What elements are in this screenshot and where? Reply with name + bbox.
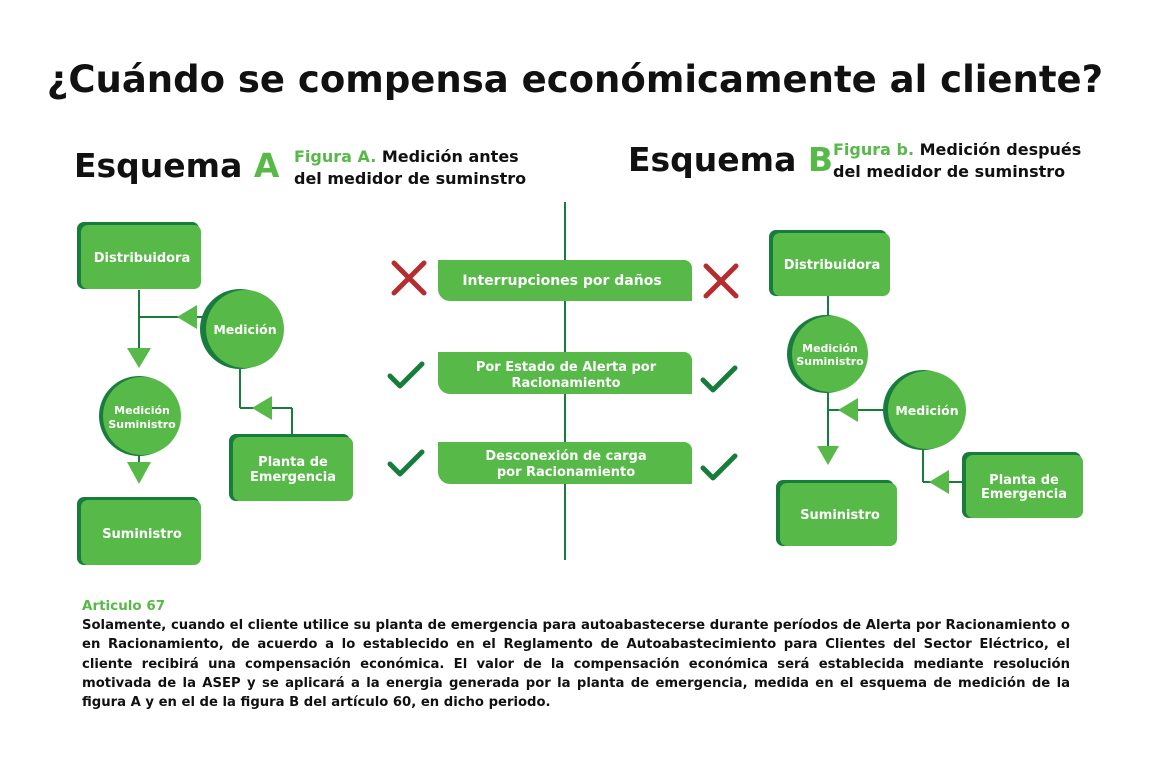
b-medsum-label-1: Medición [802, 342, 858, 355]
figure-a-label: Figura A. [294, 147, 377, 166]
case-3-left-check-icon [390, 452, 422, 474]
a-medsum-label-1: Medición [114, 404, 170, 417]
case-row-1: Interrupciones por daños [394, 260, 736, 301]
case-1-label: Interrupciones por daños [462, 273, 661, 289]
a-arrow-down-1 [127, 348, 151, 368]
article-body: Solamente, cuando el cliente utilice su … [82, 618, 1070, 711]
a-arrow-left-1 [177, 305, 197, 329]
scheme-b-title: Esquema B [628, 140, 833, 179]
a-suministro-label: Suministro [102, 527, 182, 542]
figure-b-line1: Medición después [919, 140, 1082, 159]
a-medicion-label: Medición [213, 322, 276, 337]
case-3-label-1: Desconexión de carga [485, 449, 646, 464]
figure-b-line2: del medidor de suminstro [833, 162, 1066, 181]
scheme-a-letter: A [253, 146, 280, 185]
a-planta-label-2: Emergencia [250, 470, 336, 485]
b-arrow-down [817, 446, 839, 465]
article-block: Articulo 67 Solamente, cuando el cliente… [82, 598, 1070, 712]
case-3-label-2: por Racionamiento [497, 465, 635, 480]
case-row-2: Por Estado de Alerta por Racionamiento [390, 352, 735, 394]
figure-a-line2: del medidor de suminstro [294, 169, 527, 188]
b-node-distribuidora: Distribuidora [769, 230, 890, 296]
scheme-b-arrows [817, 398, 949, 494]
a-node-planta: Planta de Emergencia [229, 434, 353, 501]
page-title: ¿Cuándo se compensa económicamente al cl… [46, 58, 1104, 101]
case-2-label-2: Racionamiento [511, 376, 620, 391]
b-node-planta: Planta de Emergencia [962, 452, 1083, 518]
b-node-medicion-suministro: Medición Suministro [787, 315, 868, 393]
figure-b-caption: Figura b. Medición después del medidor d… [833, 139, 1133, 183]
case-1-left-cross-icon [394, 263, 424, 293]
b-planta-label-2: Emergencia [981, 487, 1067, 502]
a-node-medicion-suministro: Medición Suministro [99, 376, 181, 456]
a-arrow-left-2 [252, 396, 272, 420]
a-arrow-down-2 [127, 462, 151, 484]
a-distribuidora-label: Distribuidora [94, 251, 191, 266]
figure-a-caption: Figura A. Medición antes del medidor de … [294, 146, 554, 190]
case-1-right-cross-icon [706, 266, 736, 296]
b-node-suministro: Suministro [776, 480, 897, 546]
b-medsum-label-2: Suministro [796, 355, 864, 368]
case-row-3: Desconexión de carga por Racionamiento [390, 442, 735, 484]
diagram: Distribuidora Medición Medición Suminist… [77, 202, 1083, 565]
b-arrow-left-2 [929, 470, 949, 494]
case-2-left-check-icon [390, 364, 422, 386]
figure-a-line1: Medición antes [381, 147, 519, 166]
scheme-a-heading: Esquema [74, 146, 243, 185]
a-medsum-label-2: Suministro [108, 418, 176, 431]
case-3-right-check-icon [703, 456, 735, 478]
a-planta-label-1: Planta de [258, 455, 328, 470]
b-planta-label-1: Planta de [989, 473, 1059, 488]
b-suministro-label: Suministro [800, 508, 880, 523]
scheme-a-arrows [127, 305, 272, 484]
a-node-suministro: Suministro [77, 497, 201, 565]
b-node-medicion: Medición [883, 370, 966, 450]
b-arrow-left-1 [838, 398, 858, 422]
case-2-right-check-icon [703, 368, 735, 390]
case-2-label-1: Por Estado de Alerta por [476, 360, 657, 375]
b-medicion-label: Medición [895, 403, 958, 418]
scheme-b-letter: B [807, 140, 833, 179]
scheme-b-heading: Esquema [628, 140, 797, 179]
a-node-distribuidora: Distribuidora [77, 222, 201, 289]
b-distribuidora-label: Distribuidora [784, 258, 881, 273]
figure-b-label: Figura b. [833, 140, 915, 159]
article-title: Articulo 67 [82, 598, 166, 614]
scheme-a-title: Esquema A [74, 146, 279, 185]
a-node-medicion: Medición [200, 289, 284, 369]
